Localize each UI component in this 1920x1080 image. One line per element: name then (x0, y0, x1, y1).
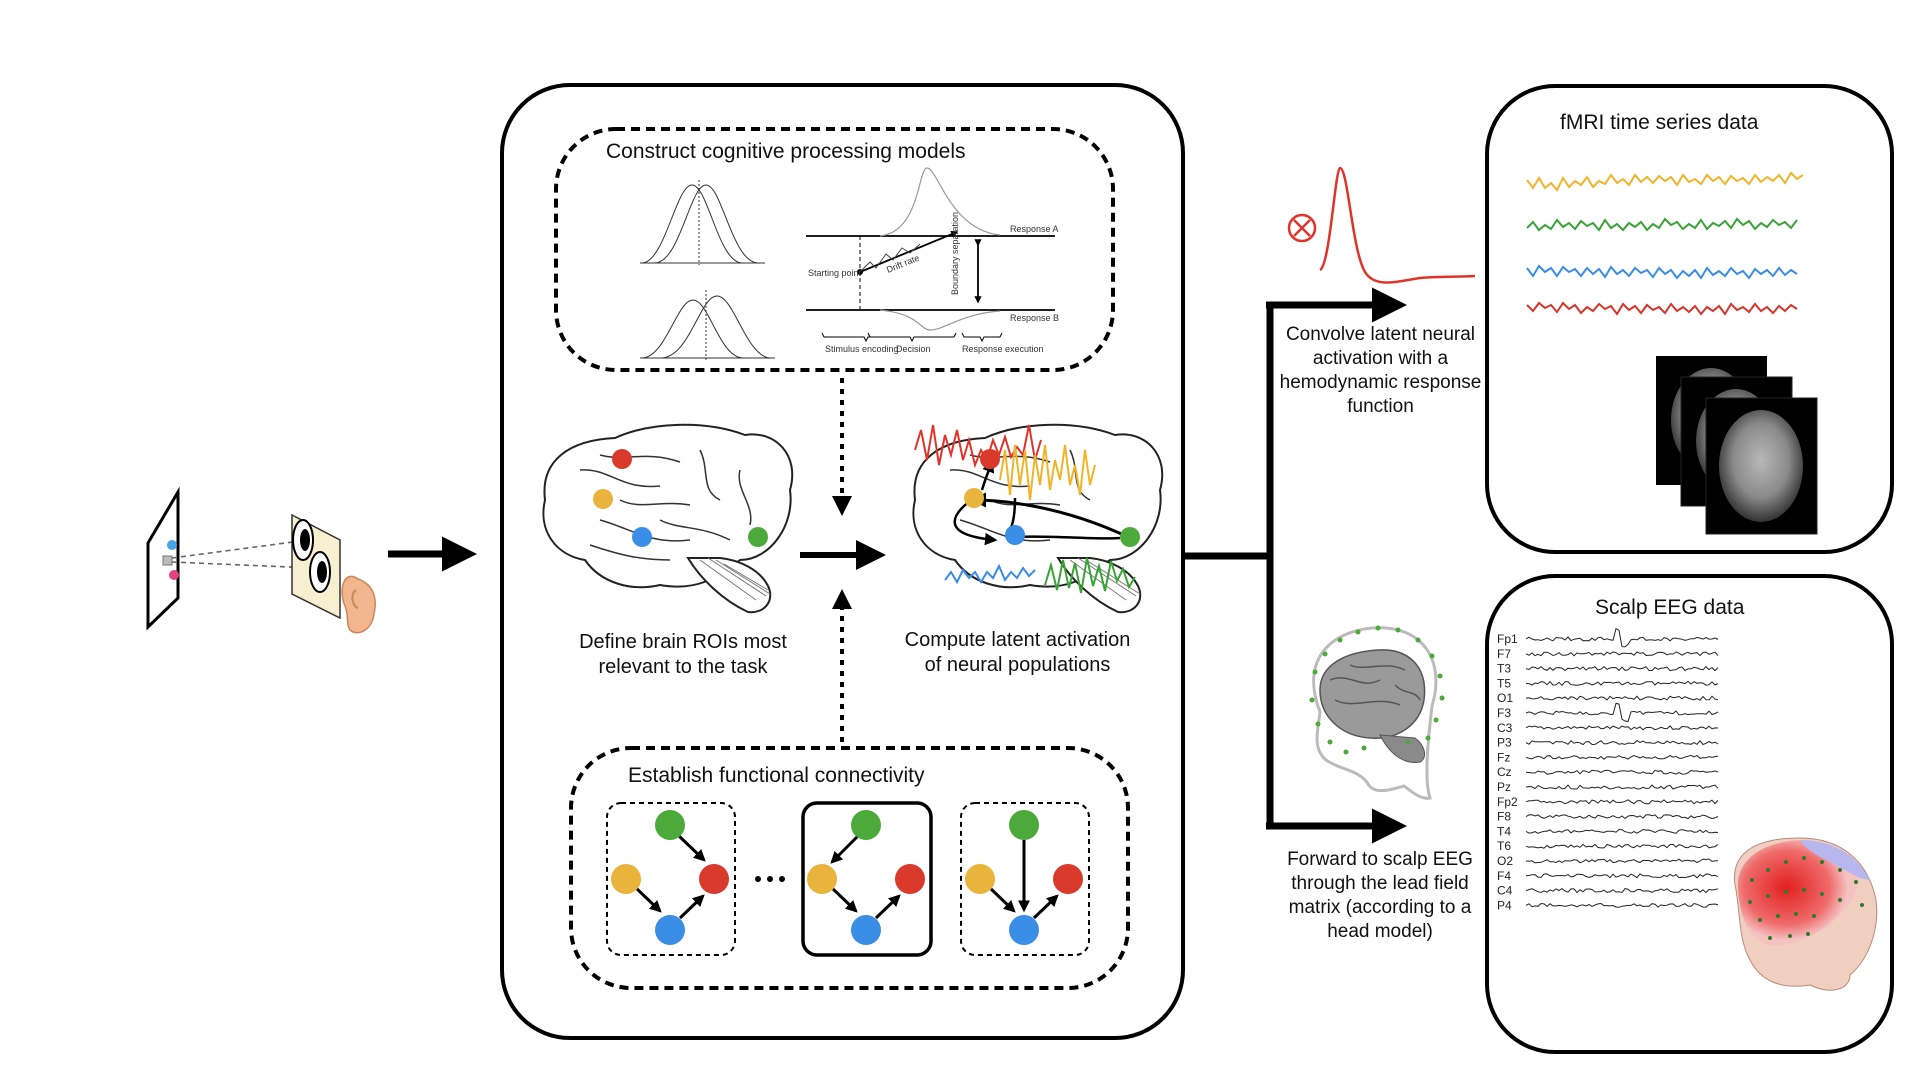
eeg-panel (1485, 574, 1894, 1054)
cognitive-models-panel (554, 127, 1115, 372)
ddm-decision-label: Decision (896, 344, 931, 354)
eeg-trace (1525, 814, 1719, 820)
eeg-channel-label: Fp2 (1497, 795, 1518, 809)
eeg-trace (1525, 695, 1719, 701)
graph-box-3 (960, 802, 1090, 956)
fmri-trace-yellow (1526, 171, 1804, 192)
ddm-starting-point-label: Starting point (808, 268, 862, 278)
forward-label: Forward to scalp EEG through the lead fi… (1287, 849, 1473, 942)
connectivity-panel (569, 746, 1130, 990)
branch-arrows (1183, 287, 1407, 844)
fmri-panel (1485, 84, 1894, 554)
eeg-channel-label: P4 (1497, 898, 1512, 912)
model-panel (500, 83, 1185, 1040)
fmri-trace-green (1526, 217, 1798, 232)
eeg-channel-label: T4 (1497, 824, 1511, 838)
graph-1 (611, 810, 729, 945)
eeg-trace (1525, 828, 1719, 834)
eeg-channel-label: T6 (1497, 839, 1511, 853)
ellipsis-dots (755, 876, 785, 882)
brain-rois (542, 423, 794, 614)
graph-box-2 (801, 801, 933, 957)
eeg-channel-label: C4 (1497, 884, 1513, 898)
eeg-channel-label: T3 (1497, 662, 1511, 676)
eeg-channel-label: T5 (1497, 676, 1511, 690)
ddm-response-b-label: Response B (1010, 313, 1059, 323)
eeg-trace (1525, 665, 1719, 672)
graph-box-1 (606, 802, 736, 956)
fmri-trace-blue (1526, 264, 1798, 280)
fmri-title: fMRI time series data (1560, 111, 1759, 134)
ddm-stimulus-encoding-label: Stimulus encoding (825, 344, 899, 354)
eeg-trace (1525, 769, 1719, 775)
eeg-channel-label: F8 (1497, 810, 1511, 824)
stimulus-screen (146, 486, 180, 631)
eeg-trace (1525, 702, 1719, 723)
eeg-trace (1525, 902, 1719, 908)
hrf-curve (1287, 166, 1476, 284)
eeg-scalp-map (1733, 837, 1878, 991)
compute-activation-label: Compute latent activation of neural popu… (904, 629, 1131, 676)
eeg-trace (1525, 873, 1719, 879)
ddm-response-execution-label: Response execution (962, 344, 1044, 354)
eeg-trace (1525, 887, 1719, 894)
connectivity-title: Establish functional connectivity (628, 764, 925, 787)
eeg-trace (1525, 680, 1719, 687)
eeg-channel-label: P3 (1497, 736, 1512, 750)
eeg-trace (1525, 725, 1719, 731)
fmri-trace-red (1526, 301, 1798, 316)
brain-activation (912, 423, 1164, 614)
eeg-channel-label: O1 (1497, 691, 1513, 705)
gaze-lines (171, 541, 314, 569)
stimulus-dot-blue (167, 540, 177, 550)
ddm-response-a-label: Response A (1010, 224, 1059, 234)
mri-slice-stack (1656, 356, 1818, 535)
graph-3 (965, 810, 1083, 945)
eeg-channel-label: Cz (1497, 765, 1512, 779)
eeg-trace (1525, 858, 1719, 864)
eeg-channel-label: Pz (1497, 780, 1511, 794)
eeg-channel-label: F7 (1497, 647, 1511, 661)
eeg-trace (1525, 627, 1719, 648)
ddm-boundary-label: Boundary separation (950, 212, 960, 295)
eyes-icon (291, 513, 341, 620)
eeg-channel-label: C3 (1497, 721, 1513, 735)
convolve-label: Convolve latent neural activation with a… (1279, 324, 1482, 417)
eeg-channel-label: F3 (1497, 706, 1511, 720)
eeg-trace (1525, 784, 1719, 790)
eeg-trace (1525, 739, 1719, 746)
graph-2 (807, 810, 925, 945)
eeg-trace (1525, 651, 1719, 657)
eeg-channel-label: Fz (1497, 750, 1510, 764)
ear-icon (341, 575, 376, 634)
define-rois-label: Define brain ROIs most relevant to the t… (579, 631, 787, 678)
stimulus-dot-pink (169, 570, 179, 580)
eeg-trace (1525, 799, 1719, 805)
eeg-channel-label: F4 (1497, 869, 1511, 883)
ddm-schematic: Response A Response B Starting point Dri… (806, 167, 1059, 354)
eeg-trace (1525, 754, 1719, 760)
ddm-drift-rate-label: Drift rate (885, 253, 921, 275)
eeg-head-model (1309, 625, 1445, 800)
eeg-trace (1525, 843, 1719, 849)
signal-detection-plots (640, 180, 775, 360)
eeg-channel-label: Fp1 (1497, 632, 1518, 646)
eeg-channel-label: O2 (1497, 854, 1513, 868)
cognitive-models-title: Construct cognitive processing models (606, 140, 966, 163)
eeg-title: Scalp EEG data (1595, 596, 1745, 619)
